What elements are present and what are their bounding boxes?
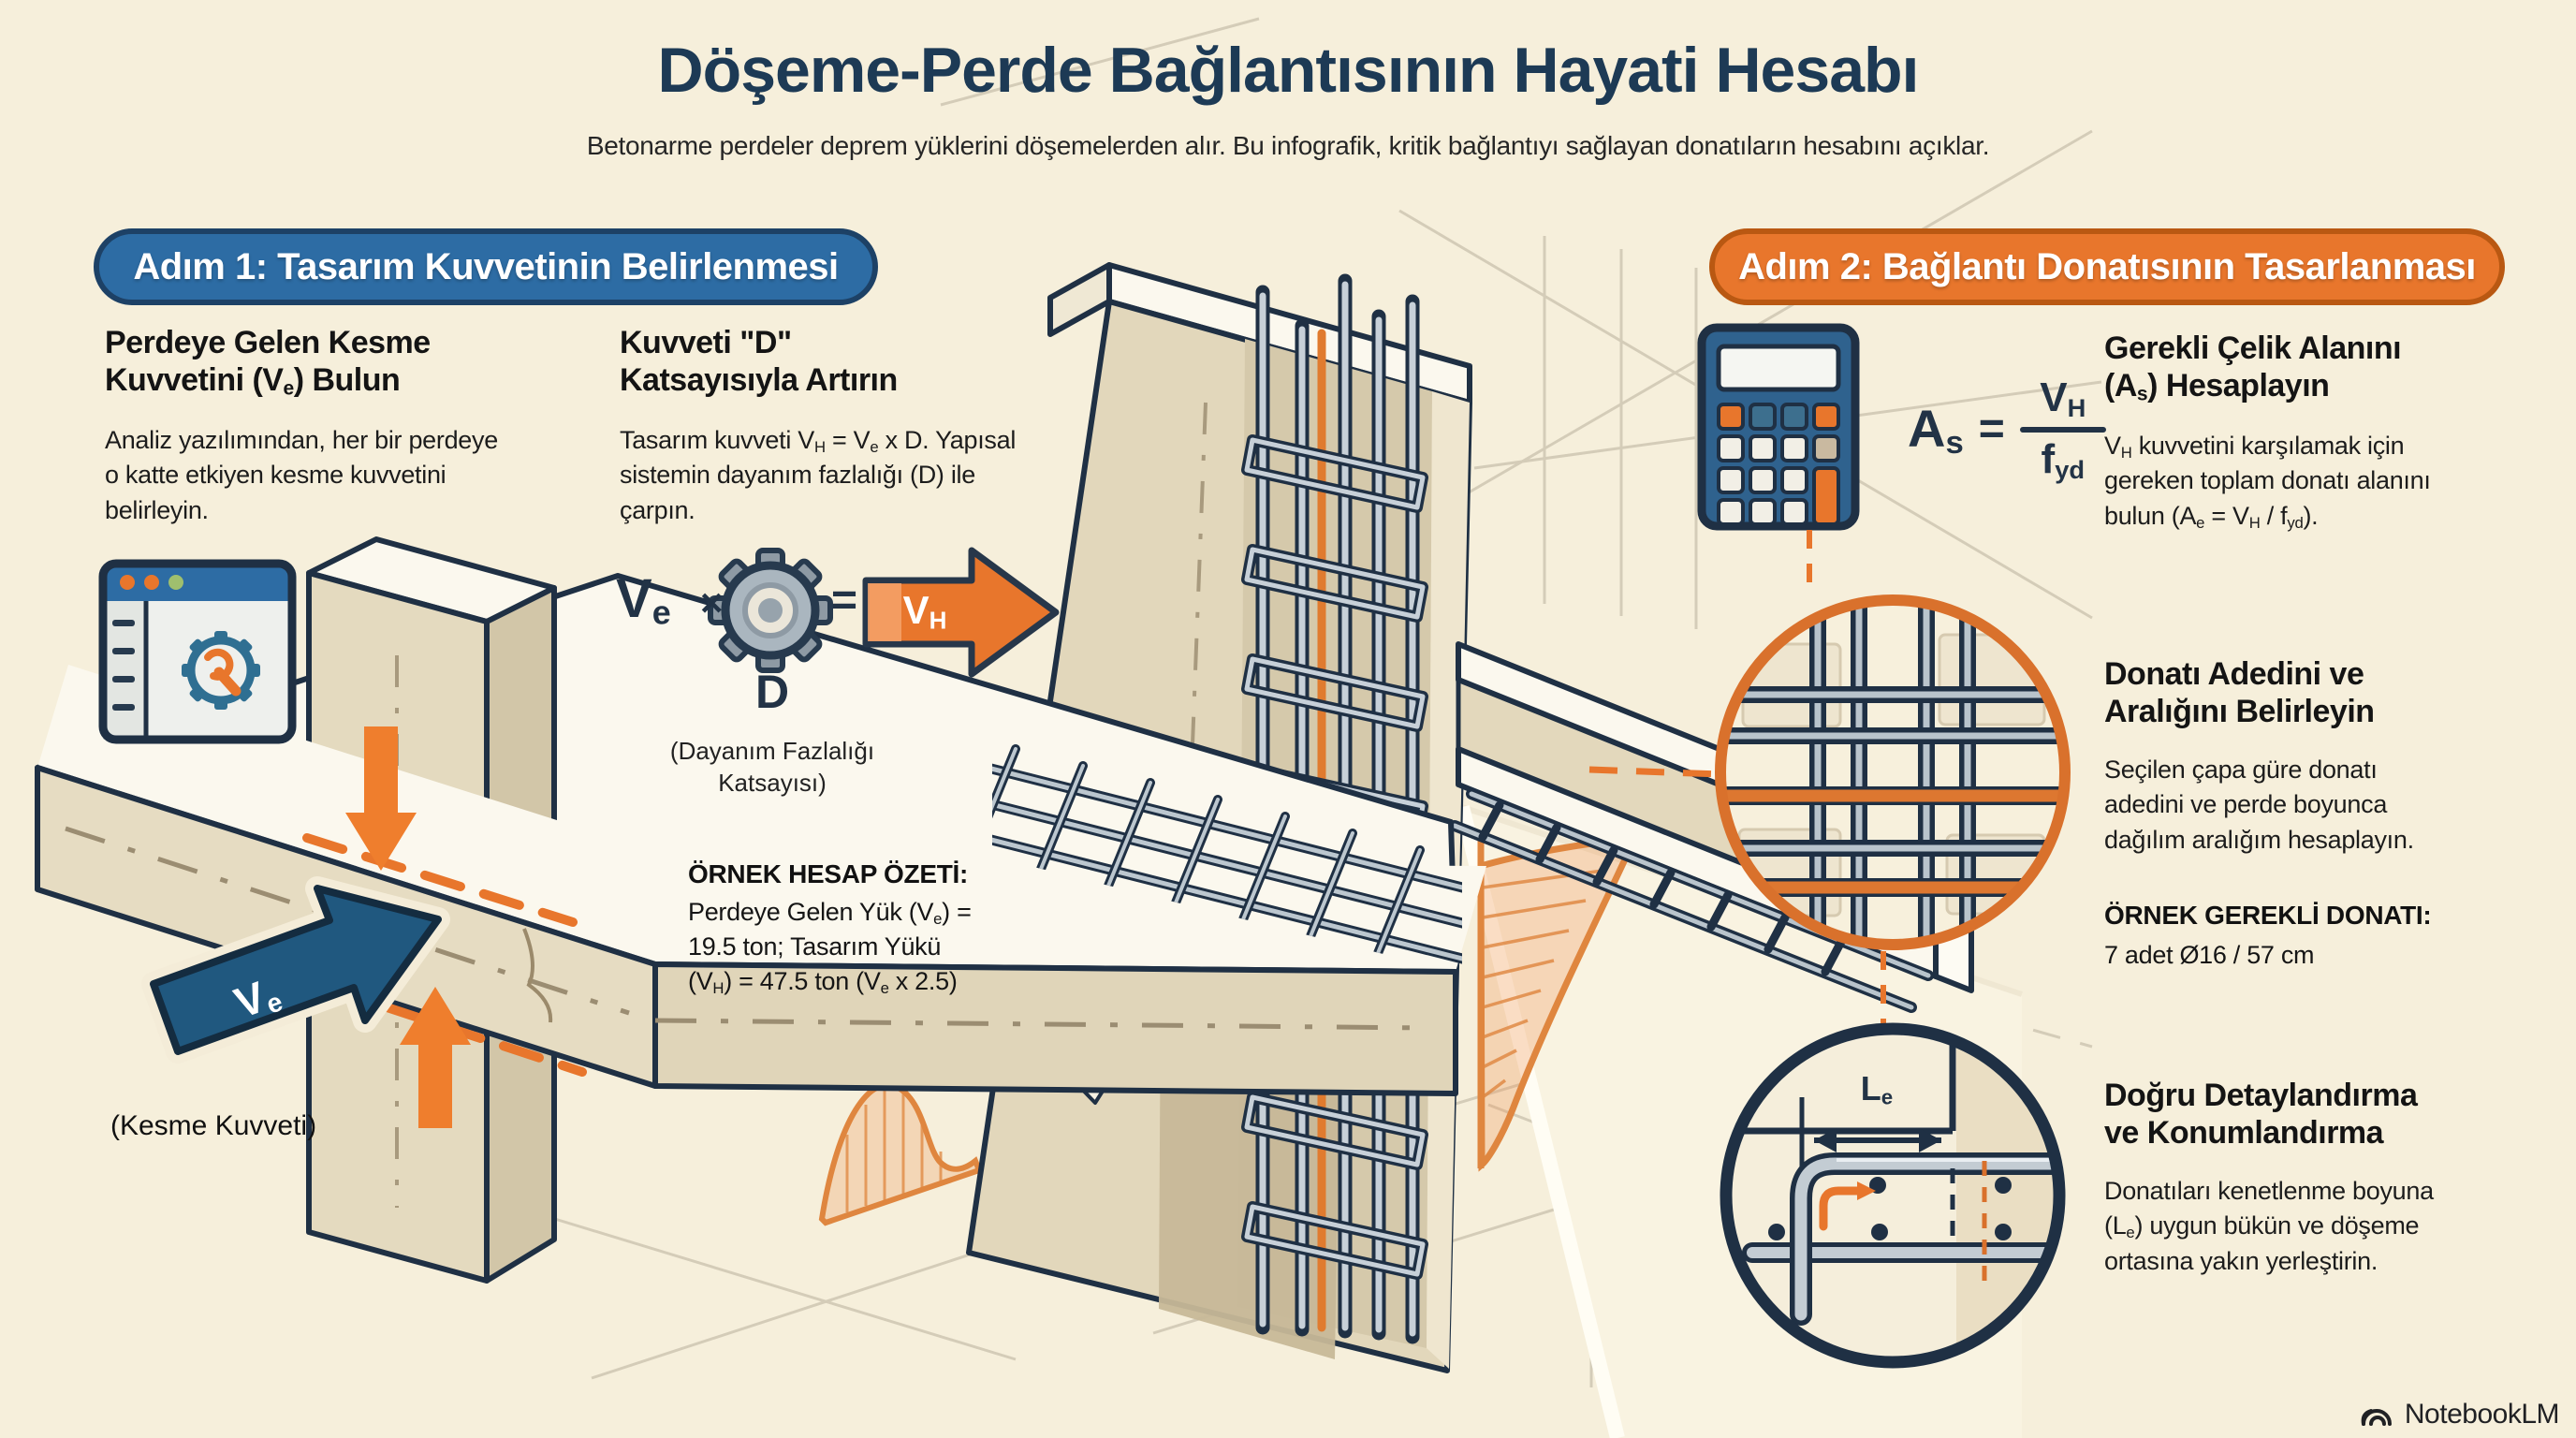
step2-badge: Adım 2: Bağlantı Donatısının Tasarlanmas… (1709, 228, 2505, 305)
as-symbol: As (1908, 398, 1964, 461)
wrench-icon (204, 648, 242, 697)
settings-gear-icon (182, 631, 260, 710)
page-title: Döşeme-Perde Bağlantısının Hayati Hesabı (657, 35, 1920, 106)
anchorage-detail-circle (1720, 1022, 2066, 1369)
shear-diagram-bump (818, 1081, 983, 1226)
le-dimension-label: Le (1860, 1069, 1894, 1109)
formula-vh-label: VH (902, 588, 947, 635)
step2-steel-area-heading: Gerekli Çelik Alanını(As) Hesaplayın (2104, 330, 2402, 405)
step1-badge: Adım 1: Tasarım Kuvvetinin Belirlenmesi (94, 228, 878, 305)
connection-interface (302, 726, 587, 1128)
formula-equals: = (831, 576, 858, 625)
example-rebar-heading: ÖRNEK GEREKLİ DONATI: (2104, 901, 2432, 930)
formula-times: × (700, 580, 724, 624)
as-equals: = (1978, 404, 2005, 455)
as-formula: As = VH fyd (1908, 374, 2106, 485)
as-numerator: VH (2040, 374, 2086, 422)
page-subtitle: Betonarme perdeler deprem yüklerini döşe… (586, 131, 1990, 160)
example-calc-heading: ÖRNEK HESAP ÖZETİ: (688, 859, 969, 888)
as-denominator: fyd (2041, 435, 2086, 484)
ve-arrow-caption: (Kesme Kuvveti) (110, 1110, 317, 1141)
example-rebar-value: 7 adet Ø16 / 57 cm (2104, 941, 2315, 969)
shear-distribution-teardrop (1477, 835, 1640, 1172)
ve-shear-arrow (141, 876, 450, 1064)
brand-name: NotebookLM (2404, 1399, 2560, 1430)
down-force-arrow (345, 726, 417, 871)
slab-ladder-rebar (1449, 788, 1934, 1013)
dashed-connectors (1588, 530, 1886, 1028)
as-fraction: VH fyd (2019, 374, 2106, 485)
fraction-bar (2019, 426, 2106, 433)
vh-result-arrow (862, 547, 1060, 678)
step1-amplify-heading: Kuvveti "D"Katsayısıyla Artırın (620, 325, 898, 399)
rebar-mesh-detail-circle (1715, 594, 2071, 950)
analysis-software-icon (98, 559, 297, 744)
notebooklm-logo-icon (2361, 1409, 2392, 1426)
calculator-icon (1697, 323, 1860, 531)
step2-detailing-body: Donatıları kenetlenme boyuna(Le) uygun b… (2104, 1177, 2434, 1275)
formula-ve: Ve (616, 568, 671, 632)
formula-d-label: D (754, 666, 790, 718)
up-force-arrow (400, 987, 471, 1128)
example-calc-body: Perdeye Gelen Yük (Ve) =19.5 ton; Tasarı… (688, 898, 972, 997)
brand-footer: NotebookLM (2360, 1399, 2560, 1431)
gear-icon (708, 548, 833, 673)
